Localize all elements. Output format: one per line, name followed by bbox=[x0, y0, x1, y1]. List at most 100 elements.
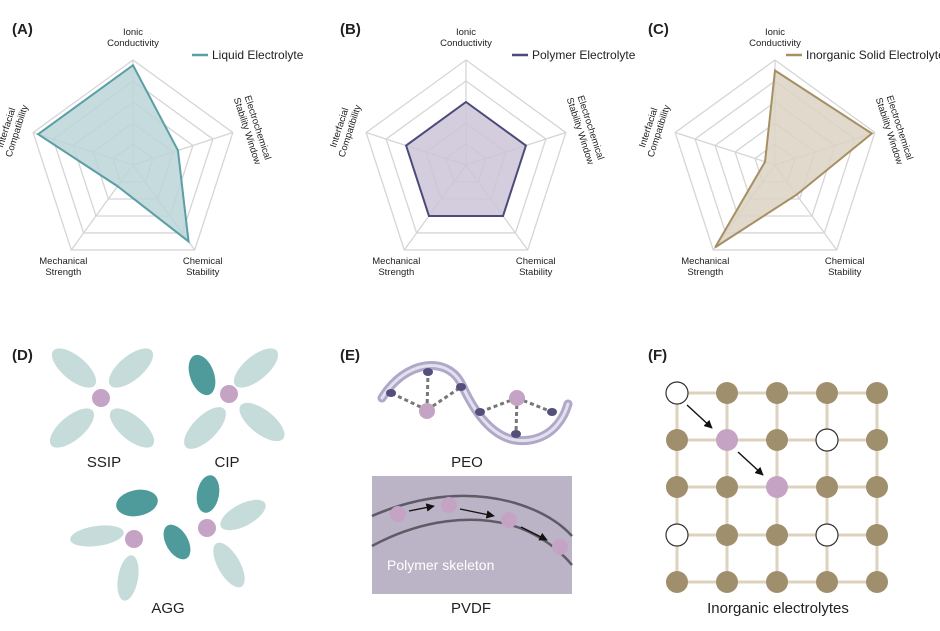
vacancy-site bbox=[815, 428, 839, 452]
coordination-bond bbox=[516, 396, 553, 414]
vacancy-site bbox=[665, 523, 689, 547]
anion bbox=[163, 524, 191, 560]
radar-area-polymer-electrolyte bbox=[404, 100, 528, 217]
radar-grid-ring bbox=[32, 59, 234, 251]
oxygen-site bbox=[386, 389, 396, 397]
coordination-bond bbox=[425, 372, 430, 411]
lattice-atom bbox=[866, 429, 888, 451]
lithium-ion bbox=[552, 539, 568, 555]
lithium-ion bbox=[198, 519, 216, 537]
axis-label-electrochem: ElectrochemicalStability Window bbox=[564, 93, 607, 166]
axis-label-interfacial: InterfacialCompatibility bbox=[326, 100, 364, 159]
caption-ssip: SSIP bbox=[87, 454, 121, 471]
oxygen-site bbox=[547, 408, 557, 416]
lithium-ion bbox=[441, 497, 457, 513]
oxygen-site bbox=[456, 383, 466, 391]
vacancy-site bbox=[815, 523, 839, 547]
solvent-molecule bbox=[51, 348, 97, 388]
migration-arrow bbox=[459, 508, 495, 519]
axis-label-interfacial: InterfacialCompatibility bbox=[0, 100, 31, 159]
cip-structure: CIP bbox=[184, 348, 285, 471]
legend-label-inorganic-solid-electrolyte: Inorganic Solid Electrolyte bbox=[806, 48, 940, 62]
lithium-ion bbox=[125, 530, 143, 548]
migration-arrow bbox=[408, 503, 435, 512]
solvent-molecule bbox=[220, 499, 266, 531]
radar-grid-ring bbox=[674, 59, 876, 251]
vacancy-site bbox=[665, 381, 689, 405]
legend-b: Polymer Electrolyte bbox=[512, 48, 636, 62]
lithium-ion bbox=[390, 506, 406, 522]
panel-label-d: (D) bbox=[12, 347, 33, 364]
radar-area-inorganic-solid-electrolyte bbox=[714, 68, 874, 249]
lattice-atom bbox=[816, 571, 838, 593]
hopping-arrow bbox=[686, 404, 713, 429]
panel-label-e: (E) bbox=[340, 347, 360, 364]
polymer-skeleton-label: Polymer skeleton bbox=[387, 557, 494, 573]
lithium-ion bbox=[509, 390, 525, 406]
oxygen-site bbox=[475, 408, 485, 416]
lattice-atom bbox=[666, 476, 688, 498]
panel-f-inorganic-lattice: (F) Inorganic electrolytes bbox=[648, 347, 888, 617]
coordination-bond bbox=[514, 397, 519, 434]
solvent-molecule bbox=[70, 525, 124, 547]
lattice-atom bbox=[716, 476, 738, 498]
lithium-ion bbox=[92, 389, 110, 407]
lithium-ion bbox=[501, 512, 517, 528]
solvent-molecule bbox=[239, 402, 285, 442]
lattice-atom bbox=[766, 571, 788, 593]
solvent-molecule bbox=[233, 348, 279, 388]
migration-arrow bbox=[520, 526, 548, 541]
lattice-atom bbox=[866, 382, 888, 404]
caption-inorganic-electrolytes: Inorganic electrolytes bbox=[707, 600, 849, 617]
lattice-atom bbox=[766, 524, 788, 546]
oxygen-site bbox=[423, 368, 433, 376]
hopping-arrow bbox=[737, 451, 764, 476]
panel-e-polymer-transport: (E) PEO bbox=[340, 347, 573, 617]
lithium-ion bbox=[220, 385, 238, 403]
lattice-atom bbox=[766, 429, 788, 451]
legend-label-polymer-electrolyte: Polymer Electrolyte bbox=[532, 48, 636, 62]
caption-pvdf: PVDF bbox=[451, 600, 491, 617]
axis-label-electrochem: ElectrochemicalStability Window bbox=[873, 93, 916, 166]
lattice-atom bbox=[866, 476, 888, 498]
crystal-lattice bbox=[665, 381, 888, 593]
panel-label-a: (A) bbox=[12, 21, 33, 38]
lattice-atom bbox=[716, 571, 738, 593]
lithium-ion bbox=[419, 403, 435, 419]
legend-a: Liquid Electrolyte bbox=[192, 48, 304, 62]
radar-grid-ring bbox=[365, 59, 567, 251]
lithium-ion bbox=[716, 429, 738, 451]
radar-grid-ring bbox=[385, 80, 547, 234]
radar-area-liquid-electrolyte bbox=[36, 63, 190, 244]
axis-label-interfacial: InterfacialCompatibility bbox=[635, 100, 673, 159]
lattice-atom bbox=[666, 571, 688, 593]
solvent-molecule bbox=[184, 407, 226, 449]
panel-label-f: (F) bbox=[648, 347, 667, 364]
agg-structure: AGG bbox=[70, 475, 266, 617]
anion bbox=[116, 489, 158, 517]
peo-structure: PEO bbox=[377, 361, 573, 471]
solvent-molecule bbox=[108, 348, 154, 388]
pvdf-background bbox=[372, 476, 572, 594]
oxygen-site bbox=[511, 430, 521, 438]
lattice-atom bbox=[866, 524, 888, 546]
axis-label-electrochem: ElectrochemicalStability Window bbox=[231, 93, 274, 166]
peo-polymer-chain-highlight bbox=[380, 364, 570, 443]
panel-label-c: (C) bbox=[648, 21, 669, 38]
panel-label-b: (B) bbox=[340, 21, 361, 38]
solvent-molecule bbox=[49, 408, 95, 448]
panel-d-solvation-structures: (D) SSIP CIP bbox=[12, 347, 285, 617]
legend-label-liquid-electrolyte: Liquid Electrolyte bbox=[212, 48, 304, 62]
lattice-atom bbox=[816, 476, 838, 498]
solvent-molecule bbox=[213, 542, 245, 588]
